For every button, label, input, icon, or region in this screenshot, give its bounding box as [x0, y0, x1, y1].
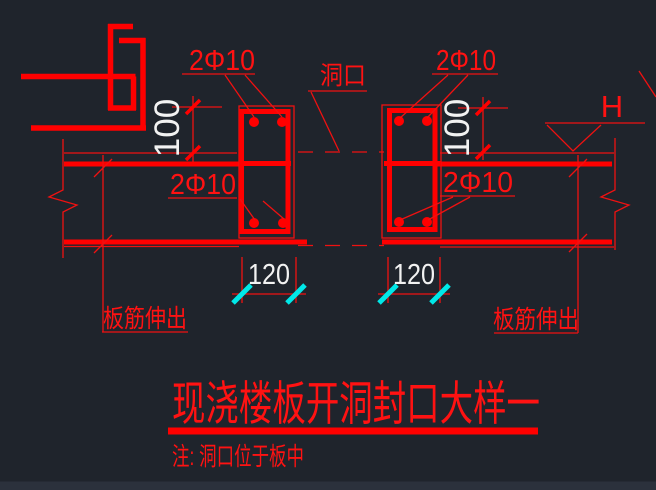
title-underline: [168, 427, 538, 435]
rebar-label-top-left: 2Φ10: [182, 45, 283, 118]
slab-bar-extend-text: 板筋伸出: [103, 305, 187, 333]
note-text: 注: 洞口位于板中: [172, 443, 304, 471]
dimension-100-right: 100: [438, 97, 508, 161]
drawing-title: 现浇楼板开洞封口大样一: [168, 377, 540, 435]
slab-bar-extend-text: 板筋伸出: [493, 306, 579, 334]
slab-rebar-lines: [64, 161, 612, 245]
dimension-100-left: 100: [148, 96, 222, 162]
break-line-right: [599, 138, 631, 250]
rebar-label-mid-left: 2Φ10: [168, 169, 285, 221]
rebar-label-mid-right: 2Φ10: [399, 167, 515, 221]
rebar-dot: [278, 218, 288, 228]
dimension-100-text: 100: [438, 99, 477, 157]
dimension-100-text: 100: [148, 99, 187, 157]
rebar-dot: [394, 116, 404, 126]
slab-bar-extend-left: 板筋伸出: [93, 155, 188, 333]
level-mark-text: H: [601, 89, 623, 124]
corner-detail-symbol: [21, 23, 146, 131]
window-bottom-edge: [0, 481, 656, 490]
rebar-label-text: 2Φ10: [189, 45, 255, 77]
dimension-120-left: 120: [231, 257, 307, 305]
dimension-120-text: 120: [393, 259, 435, 291]
break-line-left: [47, 139, 79, 258]
rebar-label-text: 2Φ10: [436, 45, 496, 77]
title-text: 现浇楼板开洞封口大样一: [172, 377, 540, 430]
rebar-label-top-right: 2Φ10: [399, 45, 498, 119]
level-mark: H: [545, 70, 656, 152]
opening-label-text: 洞口: [320, 62, 366, 90]
opening-label: 洞口: [308, 62, 367, 152]
rebar-label-text: 2Φ10: [443, 167, 513, 199]
dimension-120-right: 120: [377, 257, 451, 305]
rebar-label-text: 2Φ10: [170, 169, 236, 201]
slab-bar-extend-right: 板筋伸出: [493, 155, 588, 334]
left-curb-box: [238, 105, 295, 239]
dimension-120-text: 120: [248, 259, 290, 291]
rebar-dot: [277, 117, 287, 127]
slab-outline: [64, 151, 614, 248]
rebar-dot: [249, 218, 259, 228]
rebar-dot: [249, 117, 259, 127]
rebar-dot: [422, 116, 432, 126]
